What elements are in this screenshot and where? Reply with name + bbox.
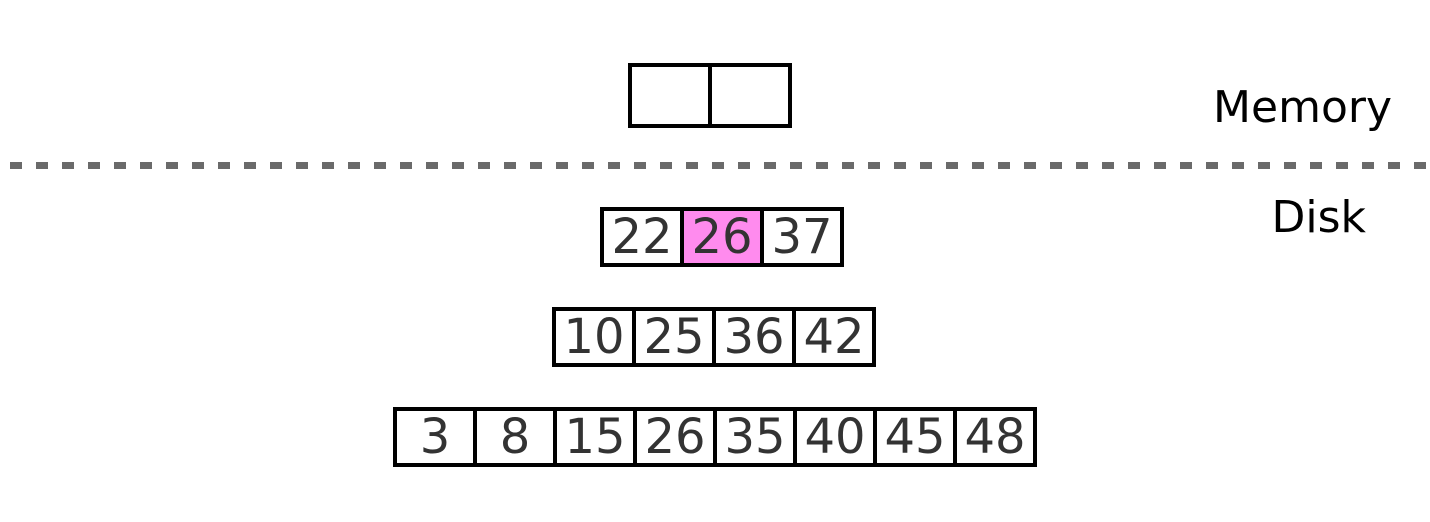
memory-disk-divider (10, 162, 1430, 169)
run-cell: 42 (792, 307, 876, 367)
memory-cell (708, 63, 792, 128)
run-cell: 35 (713, 407, 797, 467)
disk-run: 10 25 36 42 (552, 307, 876, 367)
run-cell: 10 (552, 307, 636, 367)
run-cell: 37 (760, 207, 844, 267)
run-cell: 45 (873, 407, 957, 467)
run-cell: 48 (953, 407, 1037, 467)
memory-label: Memory (1213, 82, 1392, 133)
run-cell-highlighted: 26 (680, 207, 764, 267)
run-cell: 15 (553, 407, 637, 467)
disk-label: Disk (1271, 192, 1366, 243)
run-cell: 36 (712, 307, 796, 367)
memory-buffer (628, 63, 792, 128)
memory-cell (628, 63, 712, 128)
disk-run: 3 8 15 26 35 40 45 48 (393, 407, 1037, 467)
run-cell: 22 (600, 207, 684, 267)
run-cell: 25 (632, 307, 716, 367)
run-cell: 8 (473, 407, 557, 467)
run-cell: 40 (793, 407, 877, 467)
disk-run: 22 26 37 (600, 207, 844, 267)
run-cell: 26 (633, 407, 717, 467)
run-cell: 3 (393, 407, 477, 467)
